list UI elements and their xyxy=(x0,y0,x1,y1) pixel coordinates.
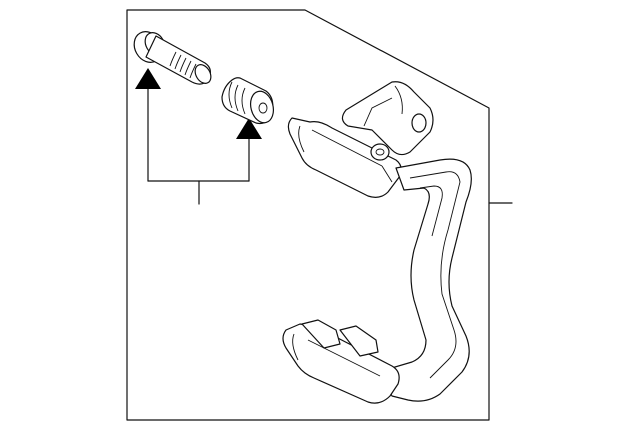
bolt-arrow-icon xyxy=(135,68,161,89)
boot-arrow-icon xyxy=(236,118,262,139)
frame-outline xyxy=(126,9,490,421)
bolt-icon xyxy=(133,31,212,85)
bracket-icon xyxy=(282,81,472,404)
bushing-icon xyxy=(221,77,275,125)
hardware-callout xyxy=(135,68,262,205)
